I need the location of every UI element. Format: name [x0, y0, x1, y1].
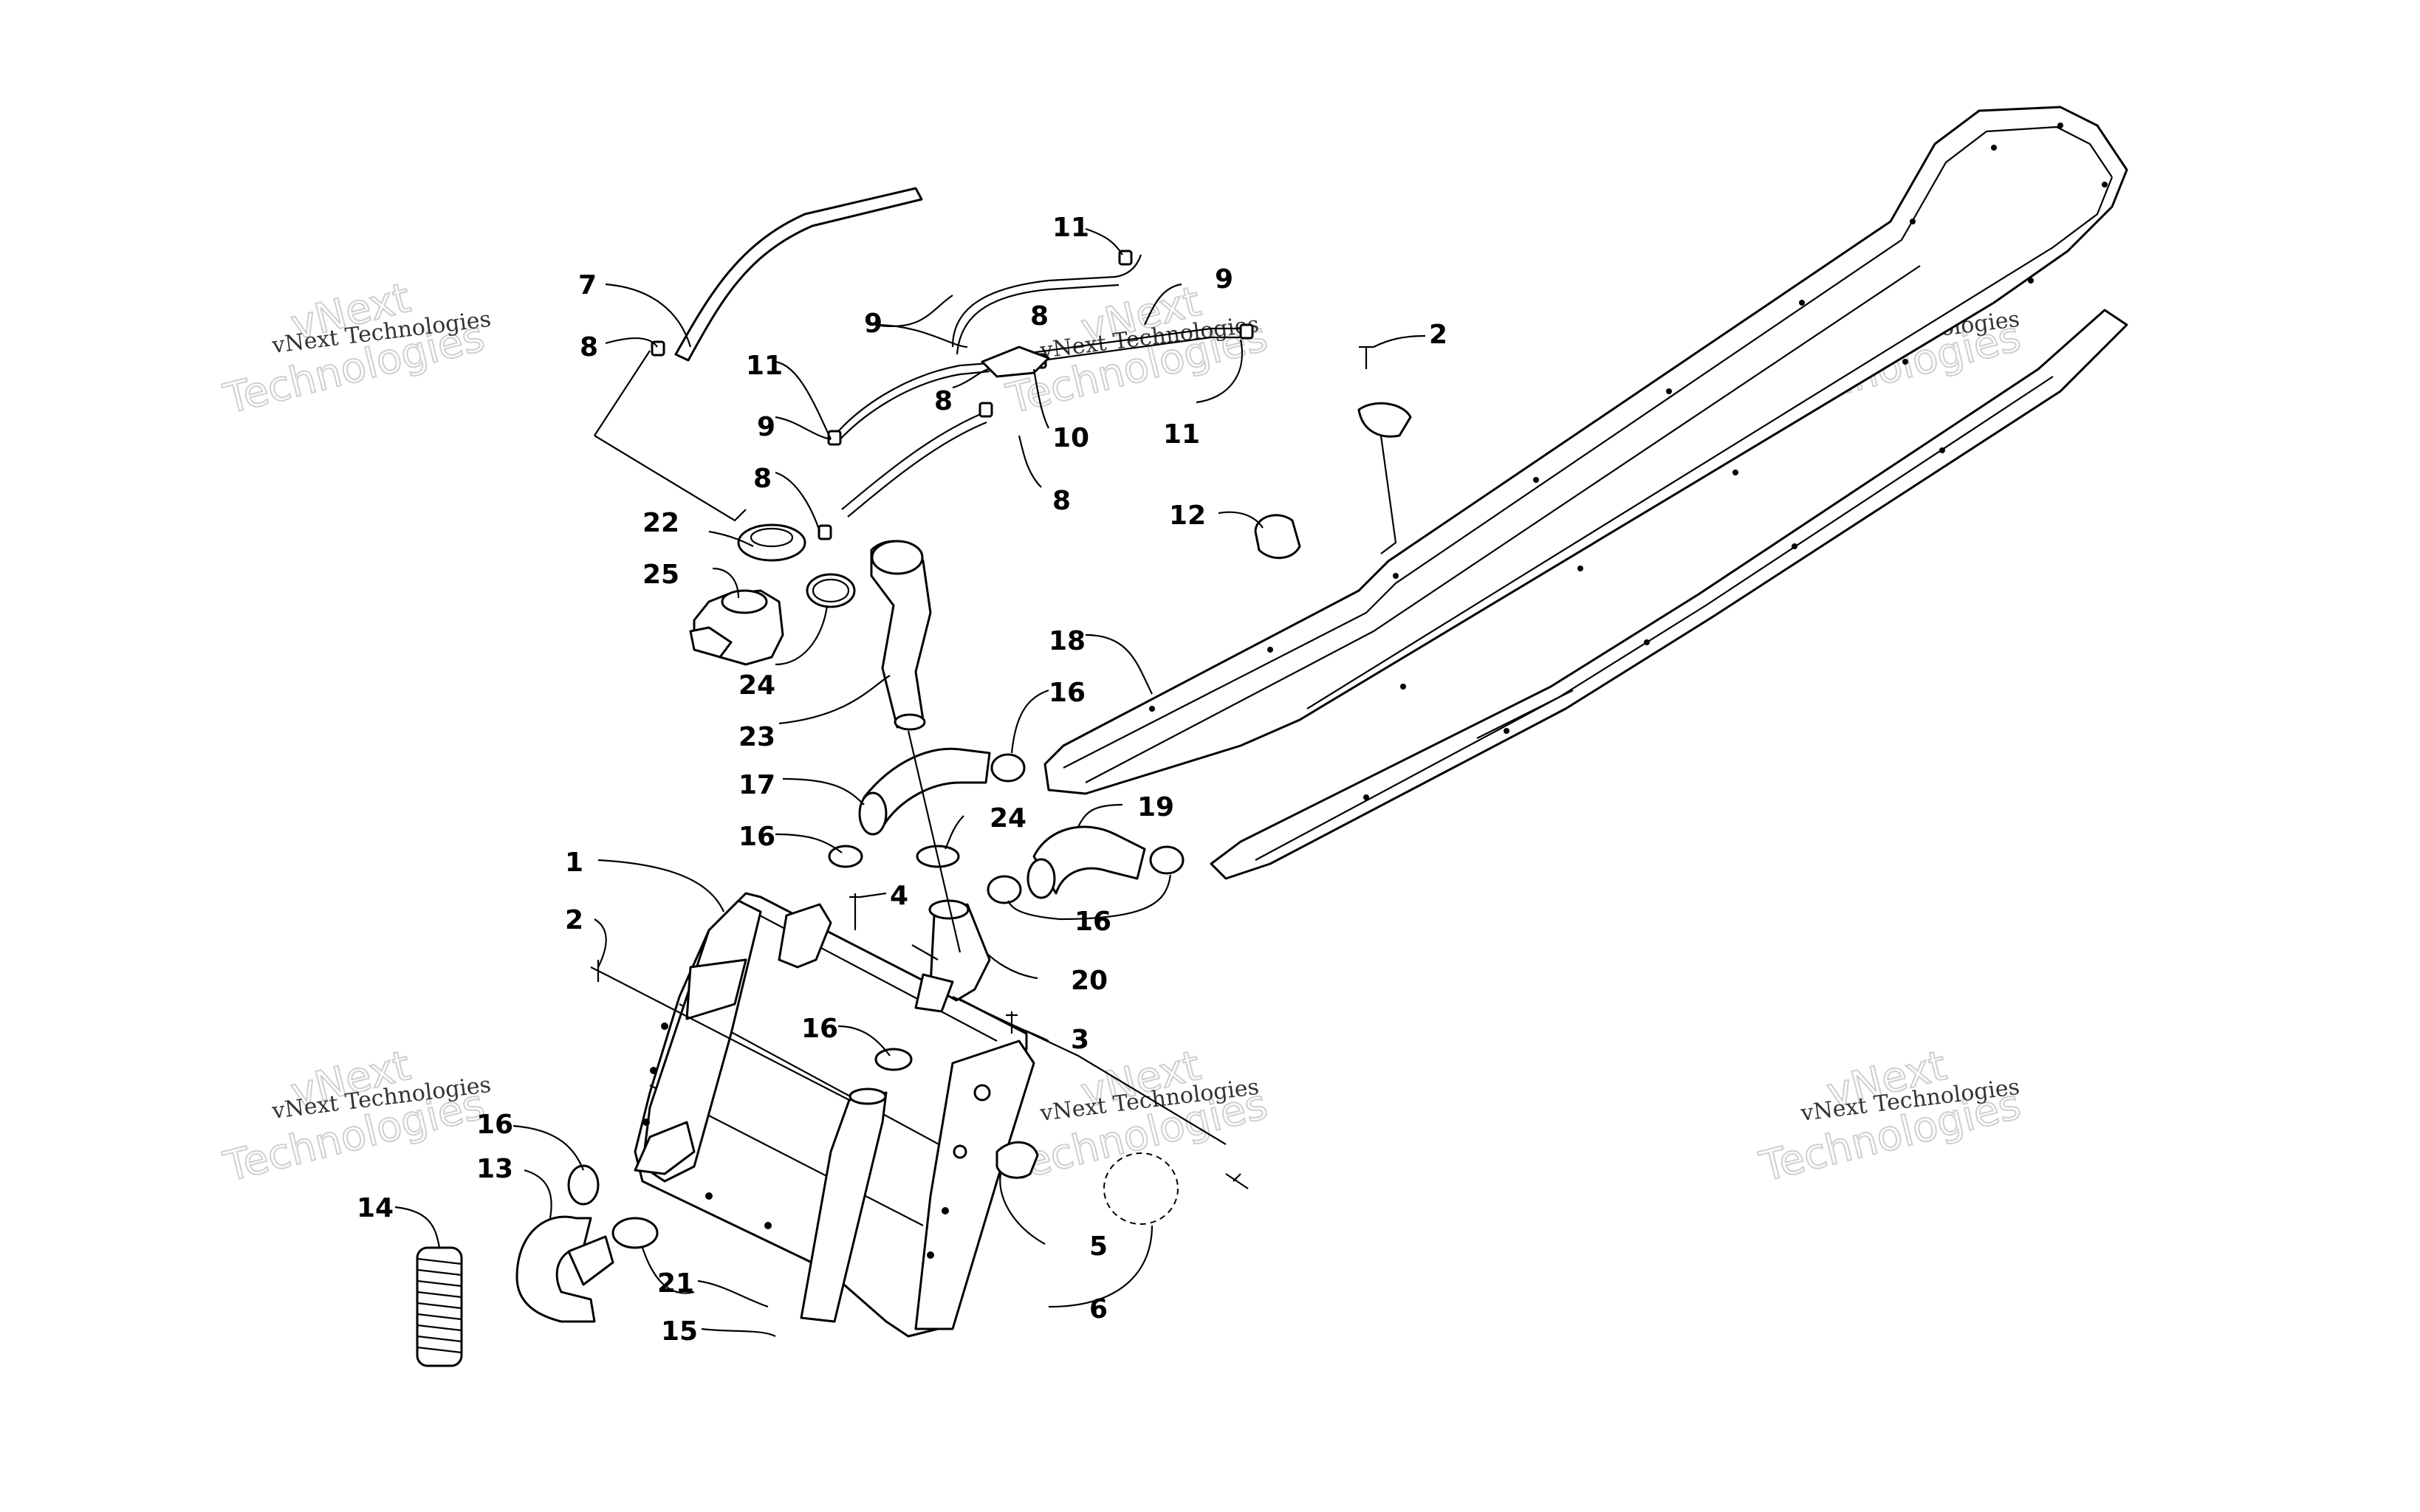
clamp-16-f [567, 1164, 600, 1206]
callout-16-d: 16 [801, 1014, 838, 1044]
callout-9-b: 9 [864, 309, 882, 339]
callout-5: 5 [1089, 1231, 1108, 1262]
callout-6: 6 [1089, 1294, 1108, 1324]
t-fitting-10 [981, 346, 1050, 378]
callout-9-c: 9 [1215, 264, 1233, 295]
callout-labels: 7 8 11 9 8 22 25 24 23 17 16 11 9 8 8 10… [357, 213, 1447, 1347]
clamp-16-d [1149, 845, 1185, 875]
callout-9-a: 9 [757, 412, 775, 442]
clamp-16-c [987, 875, 1022, 904]
radiator-cap-22 [737, 523, 806, 562]
callout-19: 19 [1137, 792, 1174, 822]
callout-8-c: 8 [1030, 301, 1049, 331]
clamp-16-b [828, 845, 863, 868]
clamp-16-a [990, 753, 1026, 783]
hose-7 [674, 187, 923, 362]
callout-8-d: 8 [934, 386, 953, 416]
callout-8-e: 8 [1052, 486, 1071, 516]
callout-1: 1 [565, 848, 583, 878]
callout-20: 20 [1071, 966, 1108, 996]
clamp-16-e [874, 1048, 913, 1071]
callout-16-c: 16 [1074, 907, 1111, 937]
callout-7: 7 [578, 270, 597, 300]
callout-4: 4 [890, 881, 908, 911]
hose-21 [800, 1091, 888, 1323]
callout-10: 10 [1052, 423, 1089, 453]
bolt-2-top [1359, 346, 1374, 369]
callout-11-a: 11 [746, 351, 783, 381]
hose-9-left [834, 362, 990, 436]
clamp-12 [1254, 514, 1301, 560]
callout-2-b: 2 [565, 905, 583, 935]
leader-lines [394, 227, 1426, 1337]
callout-23: 23 [738, 722, 775, 752]
callout-14: 14 [357, 1193, 394, 1223]
callout-8-a: 8 [580, 332, 598, 362]
rail-rivets [1149, 123, 2108, 800]
inlet-left [778, 903, 832, 969]
watermark-bottom-center: vNext Technologies vNext Technologies [1001, 1041, 1273, 1192]
plate-5 [995, 1141, 1039, 1179]
hose-9-upper [951, 254, 1142, 348]
callout-3: 3 [1071, 1025, 1089, 1055]
hoses-and-fittings [416, 187, 1412, 1367]
callout-13: 13 [476, 1154, 513, 1184]
callout-2-a: 2 [1429, 320, 1447, 350]
callout-12: 12 [1169, 501, 1206, 531]
callout-24-b: 24 [990, 803, 1026, 834]
callout-16-e: 16 [476, 1110, 513, 1140]
bolt-6 [1225, 1173, 1249, 1189]
watermark-bottom-left: vNext Technologies vNext Technologies [219, 1041, 493, 1192]
callout-24-a: 24 [738, 670, 775, 701]
callout-21: 21 [657, 1268, 694, 1299]
dashed-plate-outline [1103, 1152, 1179, 1225]
hose-9-lower [841, 412, 983, 510]
callout-8-b: 8 [753, 464, 772, 494]
hose-19 [1032, 825, 1146, 895]
callout-16-b: 16 [1049, 678, 1086, 708]
callout-18: 18 [1049, 626, 1086, 656]
bolt-4 [849, 893, 861, 930]
callout-16-a: 16 [738, 822, 775, 852]
callout-22: 22 [642, 508, 679, 538]
spring-14 [416, 1246, 463, 1367]
lower-outlet [634, 1121, 696, 1175]
callout-11-c: 11 [1163, 419, 1200, 450]
watermark-top-left: vNext Technologies vNext Technologies [219, 273, 493, 425]
bolt-2-left [590, 960, 606, 982]
frame-holes [642, 1023, 949, 1259]
hose-9-right [1018, 327, 1248, 356]
hose-13 [515, 1215, 596, 1323]
plate-2-top [1357, 402, 1412, 438]
heat-exchanger-rails [1043, 106, 2128, 880]
hose-17 [863, 747, 991, 828]
bolt-3 [1006, 1011, 1018, 1034]
callout-25: 25 [642, 560, 679, 590]
clamp-15 [611, 1217, 659, 1249]
watermark-bottom-right: vNext Technologies vNext Technologies [1755, 1041, 2026, 1192]
callout-17: 17 [738, 770, 775, 800]
callout-15: 15 [661, 1316, 698, 1347]
callout-11-b: 11 [1052, 213, 1089, 243]
